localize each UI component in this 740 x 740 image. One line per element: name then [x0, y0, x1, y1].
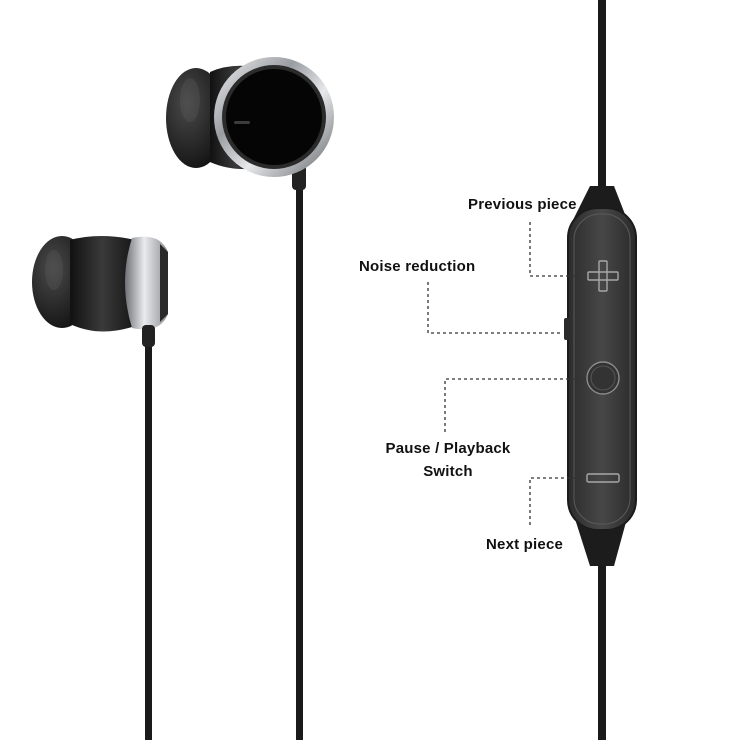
plus-icon	[587, 260, 619, 292]
leader-noise	[427, 282, 562, 334]
play-pause-icon	[586, 361, 620, 395]
callout-next-piece: Next piece	[486, 536, 564, 553]
leader-previous	[529, 222, 584, 277]
callout-pause-line2: Switch	[423, 463, 473, 480]
remote-cable-bottom	[598, 560, 606, 740]
inline-remote	[564, 186, 637, 566]
minus-icon	[586, 473, 620, 483]
callout-previous-piece: Previous piece	[468, 196, 577, 213]
callout-pause-line1: Pause / Playback	[385, 440, 511, 457]
left-earbud	[32, 236, 168, 347]
callout-noise-reduction: Noise reduction	[359, 258, 476, 275]
right-earbud-cable	[296, 185, 303, 740]
remote-cable-top	[598, 0, 606, 190]
callout-pause-playback: Pause / Playback Switch	[372, 440, 524, 480]
leader-lines	[427, 222, 586, 525]
right-earbud	[166, 57, 334, 190]
noise-reduction-switch	[564, 318, 570, 340]
left-earbud-cable	[145, 335, 152, 740]
leader-pause	[444, 378, 586, 432]
